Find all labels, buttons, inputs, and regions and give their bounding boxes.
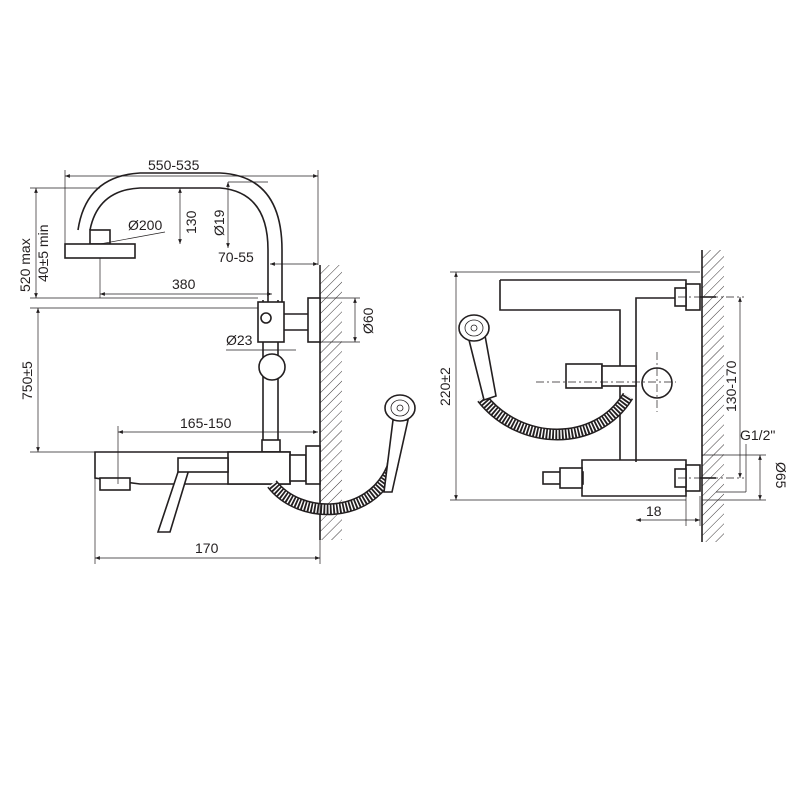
dimensions-front: [30, 170, 360, 564]
dim-body-length-label: 170: [195, 540, 219, 556]
dim-flange-diameter-label: Ø60: [360, 307, 376, 334]
hand-shower-front: [383, 394, 416, 493]
mixer-body-side: [499, 279, 716, 497]
dim-spout-reach-label: 165-150: [180, 415, 232, 431]
wall-front: [319, 265, 342, 540]
dim-depth-label: 18: [646, 503, 662, 519]
wall-bracket: [257, 297, 321, 343]
dim-mount-height-label: 750±5: [19, 361, 35, 400]
wall-side: [701, 250, 724, 542]
mixer-body: [94, 439, 321, 533]
dim-cover-diameter-label: Ø65: [773, 462, 789, 489]
hand-shower-side: [458, 314, 497, 402]
dimensions-side: [450, 271, 766, 526]
dim-head-diameter-label: Ø200: [128, 217, 162, 233]
hose-side: [477, 392, 634, 441]
front-view: 550-535 520 max 40±5 min Ø200 130 Ø19 70…: [17, 157, 416, 564]
shower-arm: [77, 172, 283, 302]
side-view: 220±2 130-170 G1/2" Ø65 18: [437, 250, 789, 542]
dim-height-max-label: 520 max: [17, 238, 33, 292]
dim-bar-diameter-label: Ø23: [226, 332, 253, 348]
slider: [258, 353, 286, 381]
dim-width-top-label: 550-535: [148, 157, 200, 173]
dim-head-height-label: 130: [183, 210, 199, 234]
dim-wall-offset-label: 70-55: [218, 249, 254, 265]
dim-head-reach-label: 380: [172, 276, 196, 292]
center-lines-side: [536, 296, 744, 479]
dim-height-min-label: 40±5 min: [35, 225, 51, 283]
dim-tube-diameter-label: Ø19: [211, 209, 227, 236]
dim-overall-height-label: 220±2: [437, 367, 453, 406]
dim-thread-label: G1/2": [740, 427, 775, 443]
dim-center-distance-label: 130-170: [723, 360, 739, 412]
